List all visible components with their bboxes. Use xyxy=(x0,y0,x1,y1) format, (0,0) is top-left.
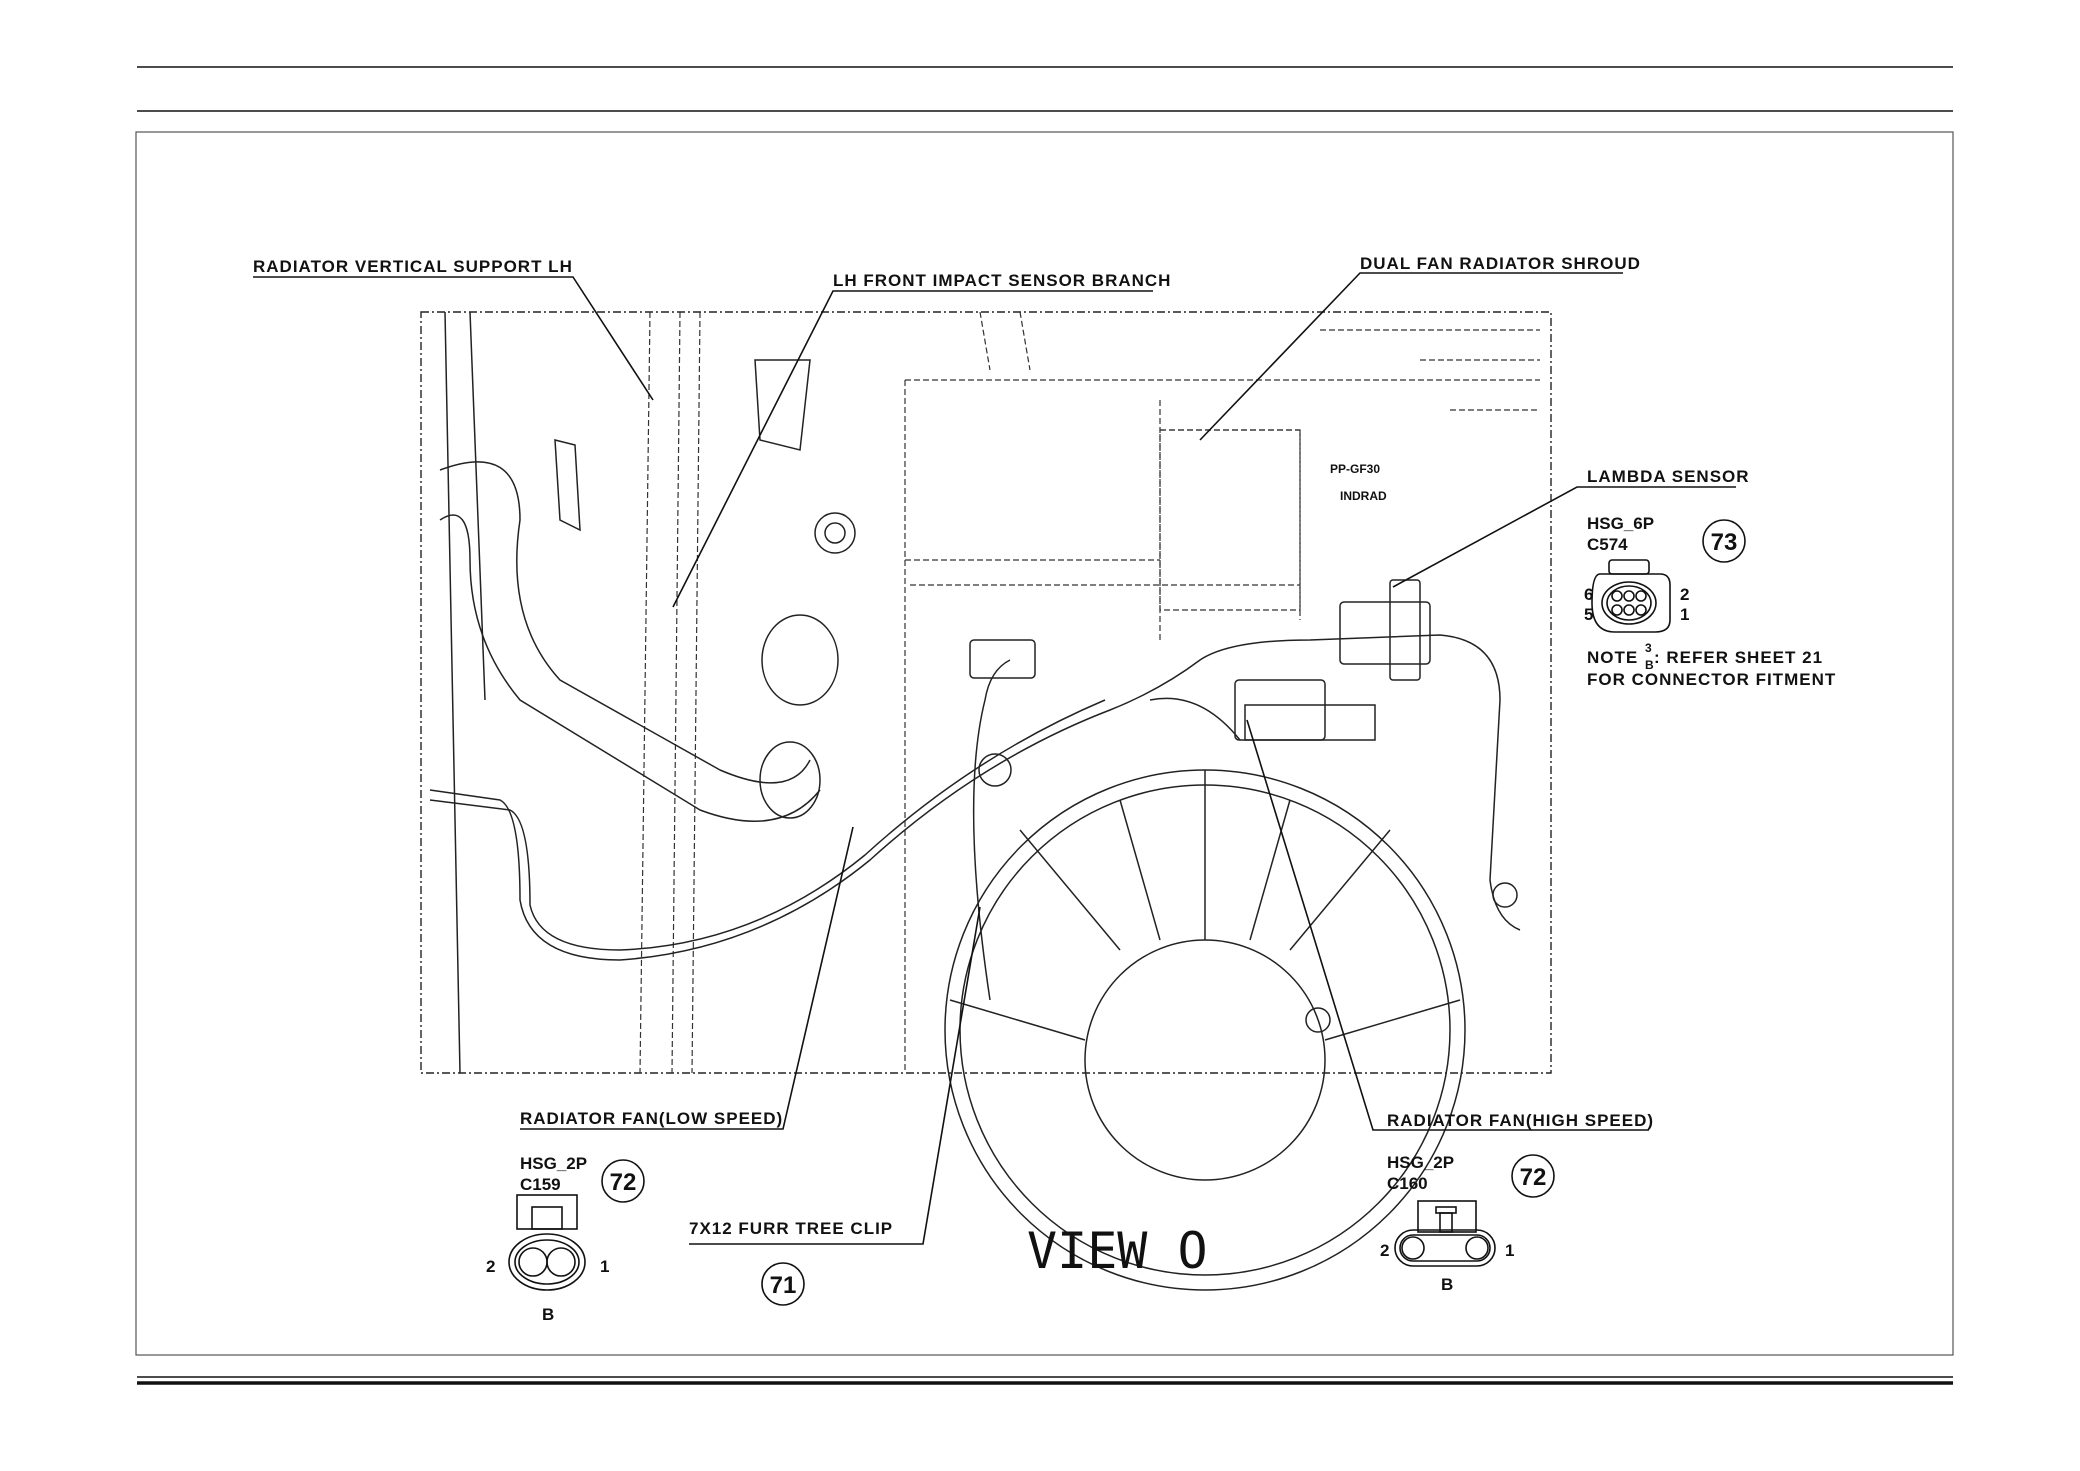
fan-high-connector-id: C160 xyxy=(1387,1174,1428,1193)
fan-low-housing: HSG_2P xyxy=(520,1154,587,1173)
fan-high-wire-color: B xyxy=(1441,1275,1453,1294)
callout-lambda-sensor: LAMBDA SENSOR HSG_6P C574 73 6 5 2 1 NOT… xyxy=(1392,467,1836,689)
pin-6: 6 xyxy=(1584,585,1593,604)
part-marking-1: PP-GF30 xyxy=(1330,462,1380,476)
svg-text:B: B xyxy=(1645,658,1654,672)
fan-low-wire-color: B xyxy=(542,1305,554,1324)
lambda-housing: HSG_6P xyxy=(1587,514,1654,533)
label-impact-sensor: LH FRONT IMPACT SENSOR BRANCH xyxy=(833,271,1171,290)
callout-fan-low: RADIATOR FAN(LOW SPEED) HSG_2P C159 72 2… xyxy=(486,826,854,1324)
pin-5: 5 xyxy=(1584,605,1593,624)
fan-low-pin-1: 1 xyxy=(600,1257,609,1276)
fan-high-pin-2: 2 xyxy=(1380,1241,1389,1260)
connector-6p-icon xyxy=(1591,559,1671,633)
svg-text:: REFER SHEET 21: : REFER SHEET 21 xyxy=(1654,648,1823,667)
label-clip: 7X12 FURR TREE CLIP xyxy=(689,1219,893,1238)
fan-high-pin-1: 1 xyxy=(1505,1241,1514,1260)
view-illustration: PP-GF30 INDRAD xyxy=(420,311,1552,1291)
fan-low-pin-2: 2 xyxy=(486,1257,495,1276)
callout-clip: 7X12 FURR TREE CLIP 71 xyxy=(689,906,981,1306)
connector-2p-flat-icon xyxy=(1394,1200,1496,1267)
svg-text:NOTE: NOTE xyxy=(1587,648,1638,667)
pin-2: 2 xyxy=(1680,585,1689,604)
lambda-note: NOTE 3 B : REFER SHEET 21 FOR CONNECTOR … xyxy=(1587,641,1836,689)
callout-fan-high: RADIATOR FAN(HIGH SPEED) HSG_2P C160 72 … xyxy=(1246,719,1654,1294)
fan-low-ref-number: 72 xyxy=(610,1169,637,1196)
label-fan-high: RADIATOR FAN(HIGH SPEED) xyxy=(1387,1111,1654,1130)
label-radiator-support: RADIATOR VERTICAL SUPPORT LH xyxy=(253,257,573,276)
svg-text:FOR CONNECTOR FITMENT: FOR CONNECTOR FITMENT xyxy=(1587,670,1836,689)
label-fan-low: RADIATOR FAN(LOW SPEED) xyxy=(520,1109,783,1128)
svg-text:3: 3 xyxy=(1645,641,1652,655)
lambda-ref-number: 73 xyxy=(1711,529,1738,556)
callout-shroud: DUAL FAN RADIATOR SHROUD xyxy=(1199,254,1641,441)
label-lambda-sensor: LAMBDA SENSOR xyxy=(1587,467,1750,486)
lambda-connector-id: C574 xyxy=(1587,535,1628,554)
clip-ref-number: 71 xyxy=(770,1272,797,1299)
drawing-frame xyxy=(135,131,1954,1356)
callout-impact-sensor: LH FRONT IMPACT SENSOR BRANCH xyxy=(672,271,1171,608)
pin-1: 1 xyxy=(1680,605,1689,624)
fan-high-housing: HSG_2P xyxy=(1387,1153,1454,1172)
connector-2p-icon xyxy=(508,1194,586,1291)
callout-radiator-support: RADIATOR VERTICAL SUPPORT LH xyxy=(253,257,654,401)
fan-low-connector-id: C159 xyxy=(520,1175,561,1194)
part-marking-2: INDRAD xyxy=(1340,489,1387,503)
fan-high-ref-number: 72 xyxy=(1520,1164,1547,1191)
label-shroud: DUAL FAN RADIATOR SHROUD xyxy=(1360,254,1641,273)
view-title: VIEW O xyxy=(1027,1222,1208,1280)
